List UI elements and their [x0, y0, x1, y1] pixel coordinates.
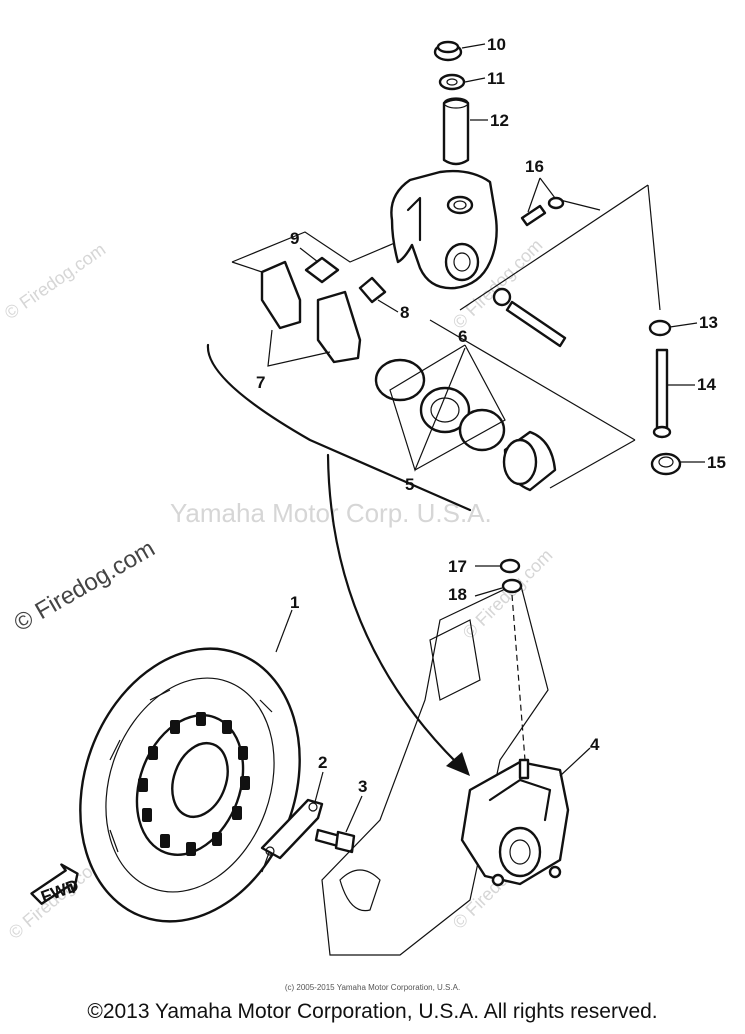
- callout-7: 7: [256, 373, 265, 392]
- forward-arrow-icon: FWD: [30, 863, 81, 907]
- part-1-brake-disc: [79, 647, 301, 923]
- part-8-clip: [358, 276, 387, 304]
- fork-leg: [321, 581, 549, 956]
- part-5-piston-seal: [458, 408, 506, 452]
- small-copyright: (c) 2005-2015 Yamaha Motor Corporation, …: [284, 983, 461, 992]
- footer-copyright: ©2013 Yamaha Motor Corporation, U.S.A. A…: [87, 1000, 658, 1023]
- leader-dashed-17: [511, 594, 526, 761]
- part-10-cap: [433, 40, 463, 62]
- caliper-bolt: [492, 287, 567, 348]
- part-6-snap-ring: [374, 358, 426, 402]
- caliper-bracket: [390, 169, 498, 290]
- callout-18: 18: [448, 585, 467, 604]
- part-7-pad-inner: [316, 290, 362, 364]
- part-18-washer: [501, 578, 523, 594]
- callout-13: 13: [699, 313, 718, 332]
- part-7-pad-outer: [260, 260, 302, 330]
- part-17-nut: [499, 558, 521, 574]
- callout-12: 12: [490, 111, 509, 130]
- callout-17: 17: [448, 557, 467, 576]
- callout-16: 16: [525, 157, 544, 176]
- part-5-piston: [502, 430, 557, 492]
- part-3-bolt: [314, 828, 356, 854]
- part-9-shim: [304, 256, 340, 284]
- part-6-dust-seal: [419, 386, 471, 434]
- callout-14: 14: [697, 375, 716, 394]
- part-14-pin: [652, 348, 672, 439]
- part-4-caliper-assembly: [460, 758, 570, 887]
- callout-4: 4: [590, 735, 600, 754]
- exploded-group-outline: [231, 184, 661, 489]
- part-11-washer: [438, 73, 466, 91]
- callouts: 10 11 12 16 9 8 7 6 5 13 14 15 17 18 1 2…: [256, 35, 726, 833]
- callout-11: 11: [487, 69, 505, 88]
- callout-1: 1: [290, 593, 299, 612]
- seal-group-outline: [389, 344, 506, 472]
- assembly-arrow: [206, 343, 472, 776]
- part-13-bushing: [648, 319, 672, 337]
- callout-6: 6: [458, 327, 467, 346]
- part-12-sleeve: [442, 97, 470, 166]
- callout-15: 15: [707, 453, 726, 472]
- callout-9: 9: [290, 229, 299, 248]
- callout-2: 2: [318, 753, 327, 772]
- callout-10: 10: [487, 35, 506, 54]
- watermark-firedog-left: © Firedog.com: [10, 535, 160, 637]
- part-16-bleed-screw: [520, 196, 565, 227]
- part-2-plate: [260, 798, 324, 860]
- watermark-firedog-top: © Firedog.com: [1, 239, 109, 323]
- callout-8: 8: [400, 303, 409, 322]
- callout-3: 3: [358, 777, 367, 796]
- part-15-boot: [650, 452, 682, 476]
- callout-5: 5: [405, 475, 414, 494]
